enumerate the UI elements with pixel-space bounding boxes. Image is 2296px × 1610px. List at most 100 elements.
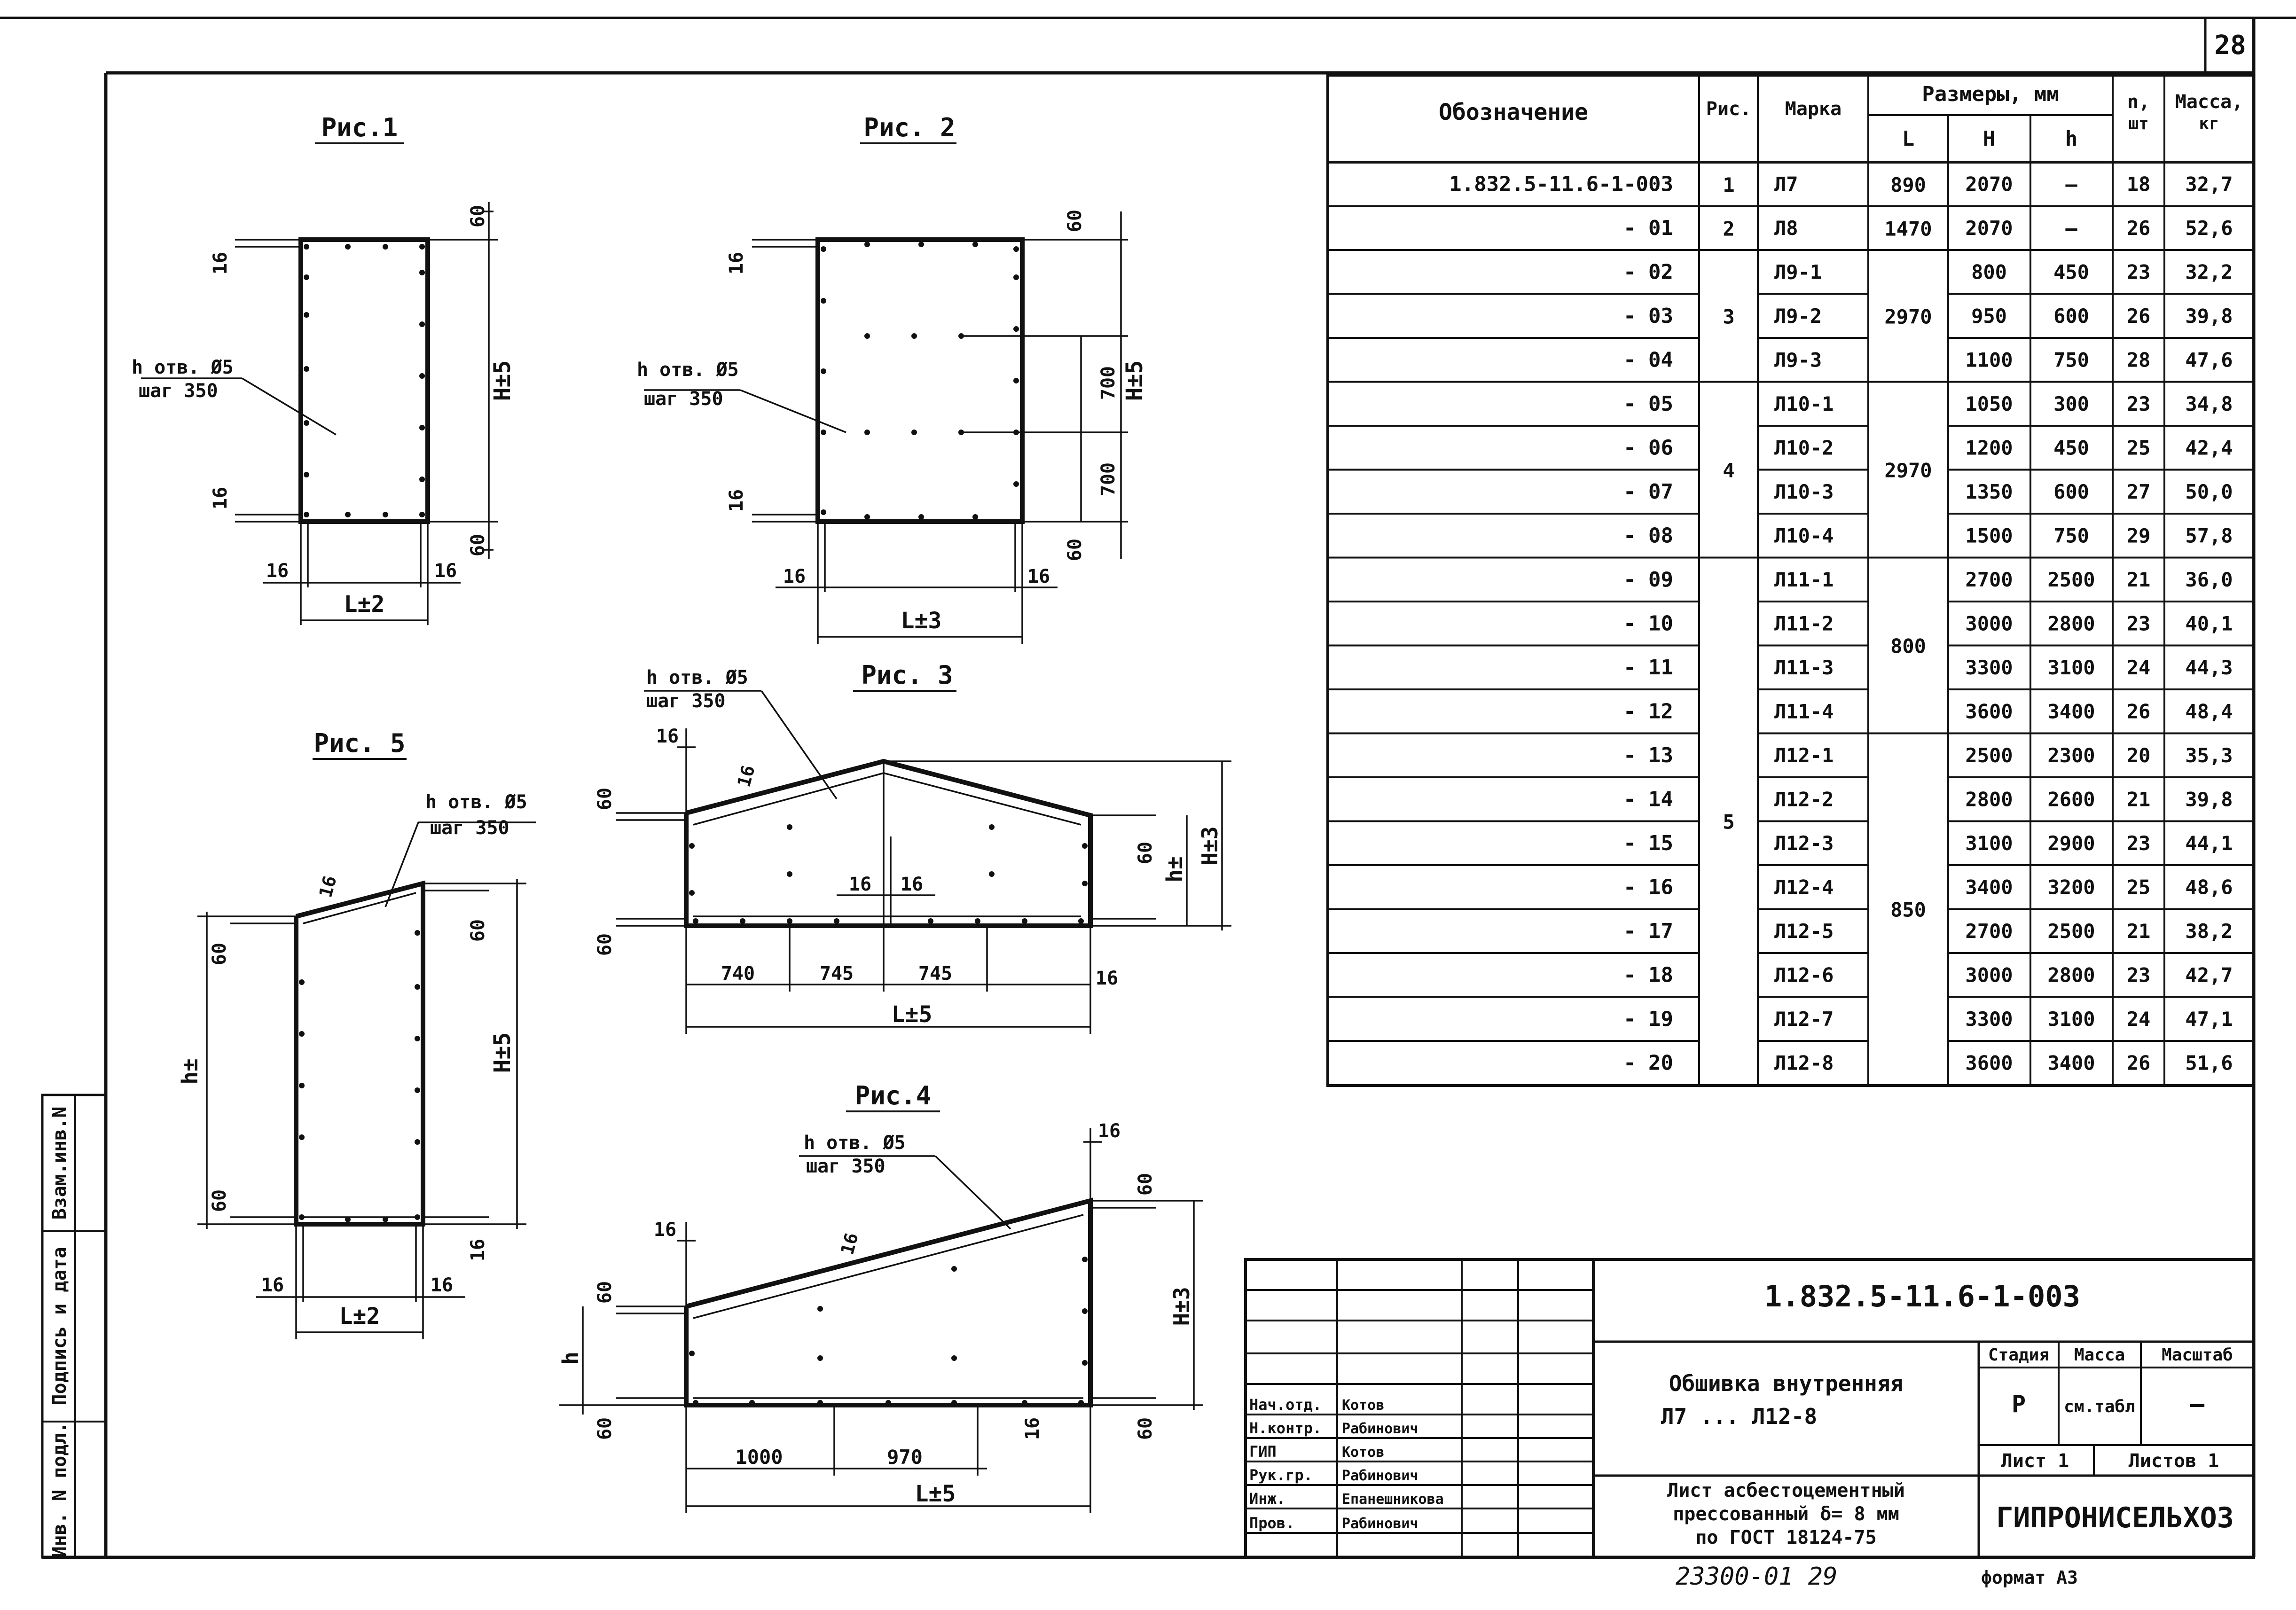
fig5-dim-L: L±2 <box>339 1303 380 1329</box>
fig2-dim-16-left: 16 <box>783 566 806 587</box>
cell-fig: 2 <box>1723 217 1734 240</box>
fig2-dim-16-bot: 16 <box>726 489 747 512</box>
cell-mark: Л12-4 <box>1774 876 1834 899</box>
cell-H: 2700 <box>1965 568 2013 591</box>
cell-designation: - 09 <box>1623 568 1673 592</box>
cell-H: 3300 <box>1965 656 2013 679</box>
cell-fig: 3 <box>1723 305 1734 328</box>
cell-mark: Л12-6 <box>1774 964 1834 987</box>
cell-mass: 39,8 <box>2185 788 2233 811</box>
cell-H: 1200 <box>1965 437 2013 460</box>
specification-table: Обозначение Рис. Марка Размеры, мм L H h… <box>1326 74 2255 1087</box>
cell-designation: - 19 <box>1623 1007 1673 1031</box>
material-line2: прессованный δ= 8 мм <box>1673 1503 1899 1525</box>
mass-label: Масса <box>2074 1345 2125 1365</box>
cell-mass: 47,1 <box>2185 1008 2233 1031</box>
fig1-dim-16-top: 16 <box>210 252 231 274</box>
cell-designation: - 04 <box>1623 348 1673 372</box>
cell-h: 3100 <box>2047 1008 2095 1031</box>
header-mass-unit: кг <box>2199 114 2219 133</box>
cell-h: 3200 <box>2047 876 2095 899</box>
cell-mark: Л9-3 <box>1774 349 1822 372</box>
cell-mass: 57,8 <box>2185 524 2233 547</box>
scale-value: — <box>2190 1391 2205 1418</box>
cell-h: 2800 <box>2047 964 2095 987</box>
fig4-dim-16-bot-right: 16 <box>1022 1417 1043 1440</box>
cell-designation: - 12 <box>1623 700 1673 724</box>
fig3-holes-note: h отв. Ø5 <box>646 667 748 688</box>
fig2-holes-note: h отв. Ø5 <box>637 359 739 381</box>
cell-n: 23 <box>2127 261 2151 284</box>
fig4-dim-L: L±5 <box>915 1481 956 1507</box>
figure-4: Рис.4 <box>558 1081 1203 1513</box>
cell-mass: 44,1 <box>2185 832 2233 855</box>
cell-H: 3300 <box>1965 1008 2013 1031</box>
material-line1: Лист асбестоцементный <box>1667 1480 1905 1501</box>
fig3-dim-745-a: 745 <box>820 963 854 985</box>
page-number: 28 <box>2214 30 2246 61</box>
cell-n: 24 <box>2127 1008 2151 1031</box>
fig3-dim-740: 740 <box>721 963 755 985</box>
cell-h: 2300 <box>2047 744 2095 767</box>
fig5-dim-hh: h± <box>177 1058 203 1084</box>
cell-H: 2070 <box>1965 173 2013 196</box>
cell-h: 300 <box>2053 392 2089 415</box>
stage-label: Стадия <box>1988 1345 2049 1365</box>
fig3-dim-H: H±3 <box>1197 826 1222 865</box>
cell-mark: Л12-7 <box>1774 1008 1834 1031</box>
cell-H: 950 <box>1971 305 2007 328</box>
fig3-step-note: шаг 350 <box>646 690 726 712</box>
fig3-dim-16-mid-b: 16 <box>901 874 923 895</box>
archive-number: 23300-01 29 <box>1676 1563 1837 1591</box>
cell-designation: - 13 <box>1623 743 1673 767</box>
cell-mass: 48,6 <box>2185 876 2233 899</box>
org-name: ГИПРОНИСЕЛЬХОЗ <box>1996 1501 2234 1534</box>
cell-mass: 42,4 <box>2185 437 2233 460</box>
figure-5: Рис. 5 60 60 60 16 16 <box>177 728 536 1339</box>
figure-3: Рис. 3 <box>594 660 1231 1034</box>
cell-n: 20 <box>2127 744 2151 767</box>
cell-n: 23 <box>2127 964 2151 987</box>
cell-mark: Л12-1 <box>1774 744 1834 767</box>
cell-mass: 36,0 <box>2185 568 2233 591</box>
cell-H: 1050 <box>1965 392 2013 415</box>
role-person: Рабинович <box>1342 1516 1418 1532</box>
role-title: Нач.отд. <box>1249 1396 1322 1414</box>
fig5-dim-16-right-bot: 16 <box>467 1239 489 1261</box>
cell-mark: Л8 <box>1774 217 1798 240</box>
material-line3: по ГОСТ 18124-75 <box>1695 1527 1876 1548</box>
sheet-label: Лист 1 <box>2001 1450 2069 1472</box>
cell-h: — <box>2065 173 2077 196</box>
cell-n: 27 <box>2127 480 2151 503</box>
cell-H: 3400 <box>1965 876 2013 899</box>
cell-mass: 40,1 <box>2185 612 2233 635</box>
table-row: - 19 Л12-7 3300 3100 24 47,1 <box>1623 1007 2233 1031</box>
header-n-unit: шт <box>2128 114 2148 133</box>
cell-mark: Л11-4 <box>1774 700 1834 723</box>
fig2-dim-700-b: 700 <box>1097 462 1119 496</box>
cell-n: 24 <box>2127 656 2151 679</box>
fig3-dim-745-b: 745 <box>918 963 952 985</box>
fig5-holes-note: h отв. Ø5 <box>425 791 527 813</box>
cell-mass: 35,3 <box>2185 744 2233 767</box>
title-block-left-grid <box>1246 1259 1593 1557</box>
header-designation: Обозначение <box>1439 99 1588 125</box>
cell-fig: 4 <box>1723 459 1734 482</box>
fig3-dim-16-mid-a: 16 <box>849 874 871 895</box>
side-stamp-inv-podl: Инв. N подл. <box>49 1422 71 1558</box>
cell-n: 21 <box>2127 920 2151 943</box>
cell-H: 1350 <box>1965 480 2013 503</box>
cell-L: 1470 <box>1884 217 1932 240</box>
header-sizes: Размеры, мм <box>1922 82 2059 106</box>
cell-H: 3000 <box>1965 964 2013 987</box>
header-L: L <box>1902 127 1915 151</box>
